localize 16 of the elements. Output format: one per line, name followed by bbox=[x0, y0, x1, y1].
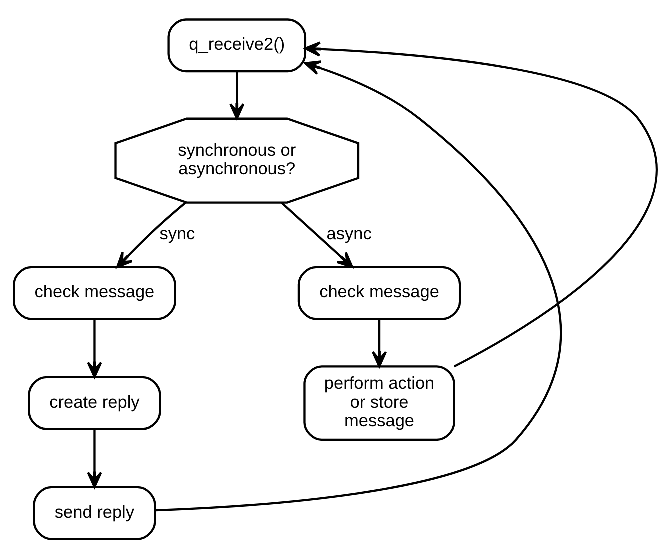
arrow bbox=[230, 72, 245, 120]
arrow bbox=[372, 320, 388, 368]
node-box: perform action or store message bbox=[304, 366, 456, 442]
arrow bbox=[87, 320, 102, 378]
node-box: send reply bbox=[33, 486, 156, 540]
edge-label: sync bbox=[160, 223, 196, 244]
arrow bbox=[87, 430, 102, 488]
arrow bbox=[116, 202, 187, 268]
arrow bbox=[304, 42, 658, 368]
arrow bbox=[281, 202, 354, 268]
node-box: check message bbox=[13, 266, 176, 320]
node-box: create reply bbox=[28, 376, 162, 430]
edge-label: async bbox=[326, 223, 372, 244]
arrow bbox=[155, 60, 562, 512]
node-box: q_receive2() bbox=[168, 18, 307, 73]
node-box: check message bbox=[298, 266, 462, 320]
